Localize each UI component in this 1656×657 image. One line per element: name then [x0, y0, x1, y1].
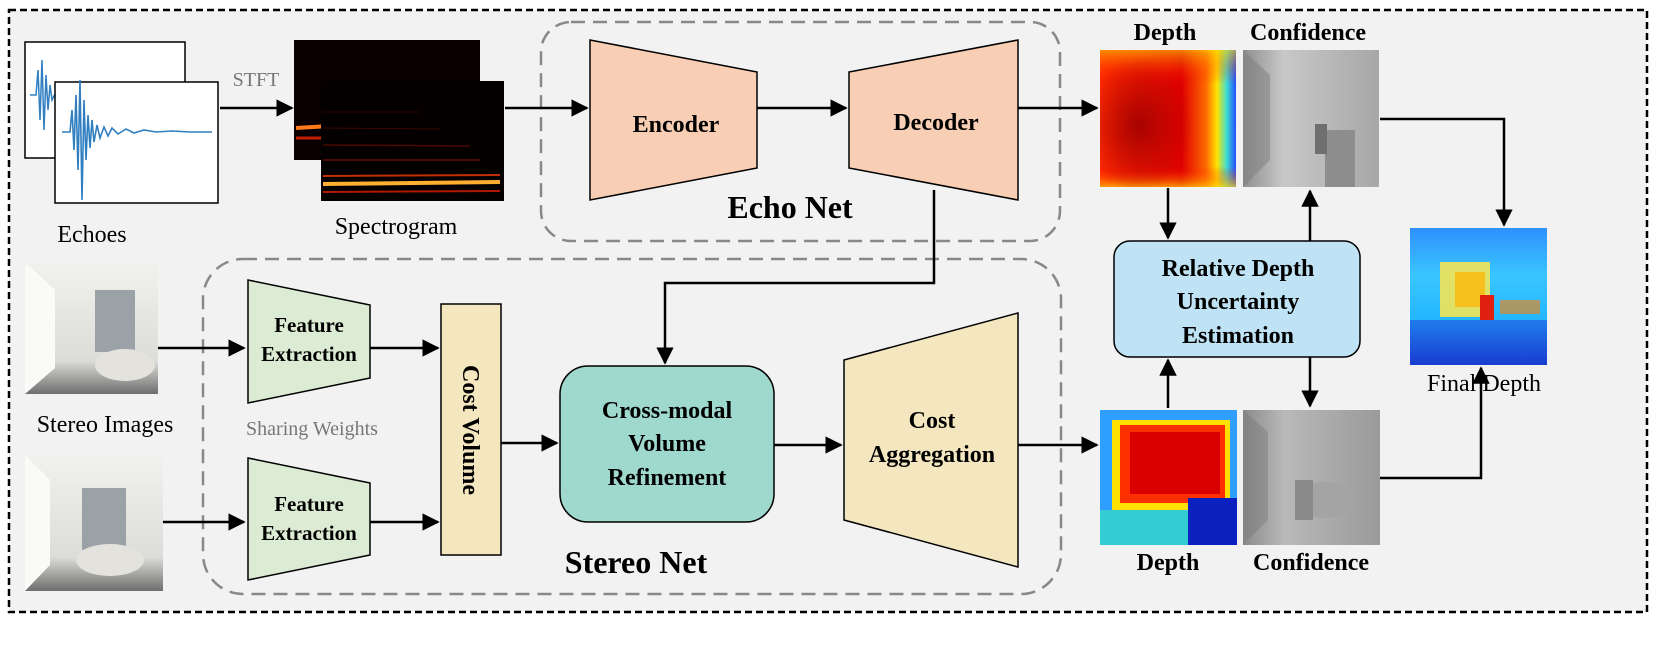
cost-agg-line1: Cost	[909, 408, 956, 434]
feature-top-line2: Extraction	[261, 342, 357, 366]
encoder-label: Encoder	[633, 112, 720, 138]
stft-label: STFT	[233, 69, 280, 91]
sharing-weights-label: Sharing Weights	[246, 418, 378, 440]
stereo-net-title: Stereo Net	[565, 544, 708, 580]
feature-extraction-top	[247, 279, 371, 404]
uncertainty-line3: Estimation	[1182, 323, 1294, 349]
encoder-block	[589, 39, 758, 201]
stereo-depth-map	[1100, 410, 1237, 545]
cost-volume-label: Cost Volume	[457, 365, 483, 495]
cost-aggregation-block	[843, 312, 1019, 568]
echo-depth-label: Depth	[1134, 20, 1197, 46]
feature-top-line1: Feature	[274, 313, 344, 337]
cost-agg-line2: Aggregation	[869, 442, 995, 468]
arrow-decoder-to-cross	[656, 190, 936, 365]
echo-net-group	[539, 20, 1062, 243]
feature-bottom-line1: Feature	[274, 492, 344, 516]
uncertainty-line1: Relative Depth	[1162, 256, 1315, 282]
arrow-echo-conf-to-final	[1380, 117, 1513, 227]
cross-line3: Refinement	[608, 465, 727, 491]
uncertainty-line2: Uncertainty	[1177, 289, 1300, 315]
echo-net-title: Echo Net	[727, 189, 853, 225]
arrow-stereo-conf-to-final	[1380, 366, 1490, 480]
stereo-image-left	[25, 262, 158, 394]
feature-bottom-line2: Extraction	[261, 521, 357, 545]
uncertainty-block	[1113, 240, 1361, 358]
stereo-confidence-label: Confidence	[1253, 550, 1369, 576]
decoder-label: Decoder	[893, 110, 979, 136]
decoder-block	[848, 39, 1019, 201]
final-depth-label: Final Depth	[1427, 371, 1541, 397]
feature-extraction-bottom	[247, 457, 371, 581]
echo-depth-map	[1100, 50, 1236, 187]
echo-confidence-map	[1243, 50, 1379, 187]
stereo-image-right	[25, 455, 163, 591]
stereo-images-label: Stereo Images	[37, 412, 174, 438]
stereo-net-group	[201, 257, 1063, 596]
stereo-depth-label: Depth	[1137, 550, 1200, 576]
spectrogram-label: Spectrogram	[335, 214, 458, 240]
stereo-confidence-map	[1243, 410, 1380, 545]
echo-waveform-front	[54, 79, 219, 204]
echo-confidence-label: Confidence	[1250, 20, 1366, 46]
cross-line1: Cross-modal	[602, 398, 733, 424]
cross-line2: Volume	[628, 431, 706, 457]
final-depth-map	[1410, 228, 1547, 365]
cost-volume-block	[440, 303, 502, 556]
spectrogram-front	[321, 81, 504, 201]
echoes-label: Echoes	[57, 222, 126, 248]
